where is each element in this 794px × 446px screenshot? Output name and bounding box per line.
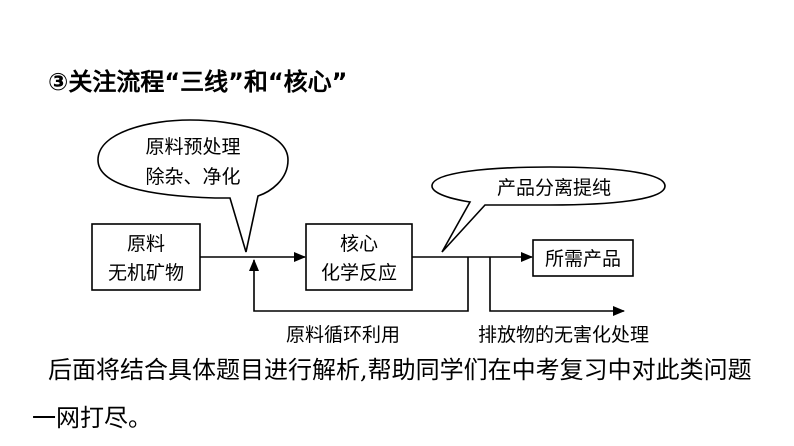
recycle-label: 原料循环利用 (286, 324, 400, 346)
pretreat-bubble (97, 119, 289, 253)
raw-material-box (91, 223, 201, 291)
product-box (532, 239, 634, 277)
separate-bubble (431, 166, 666, 253)
section-heading: ③关注流程“三线”和“核心” (48, 68, 348, 96)
recycle-loop-line (249, 257, 469, 312)
pretreat-label-line1: 原料预处理 (145, 136, 240, 158)
explanation-paragraph: 后面将结合具体题目进行解析,帮助同学们在中考复习中对此类问题一网打尽。 (32, 346, 772, 442)
core-reaction-line2: 化学反应 (321, 262, 397, 284)
product-label: 所需产品 (545, 248, 621, 270)
waste-label: 排放物的无害化处理 (478, 324, 649, 346)
explanation-text: 后面将结合具体题目进行解析,帮助同学们在中考复习中对此类问题一网打尽。 (32, 356, 752, 432)
waste-arrow (489, 257, 625, 316)
raw-material-line2: 无机矿物 (108, 262, 184, 284)
pretreat-label-line2: 除杂、净化 (145, 166, 240, 188)
separate-label: 产品分离提纯 (497, 177, 611, 199)
core-reaction-line1: 核心 (340, 233, 378, 255)
raw-material-line1: 原料 (127, 233, 165, 255)
